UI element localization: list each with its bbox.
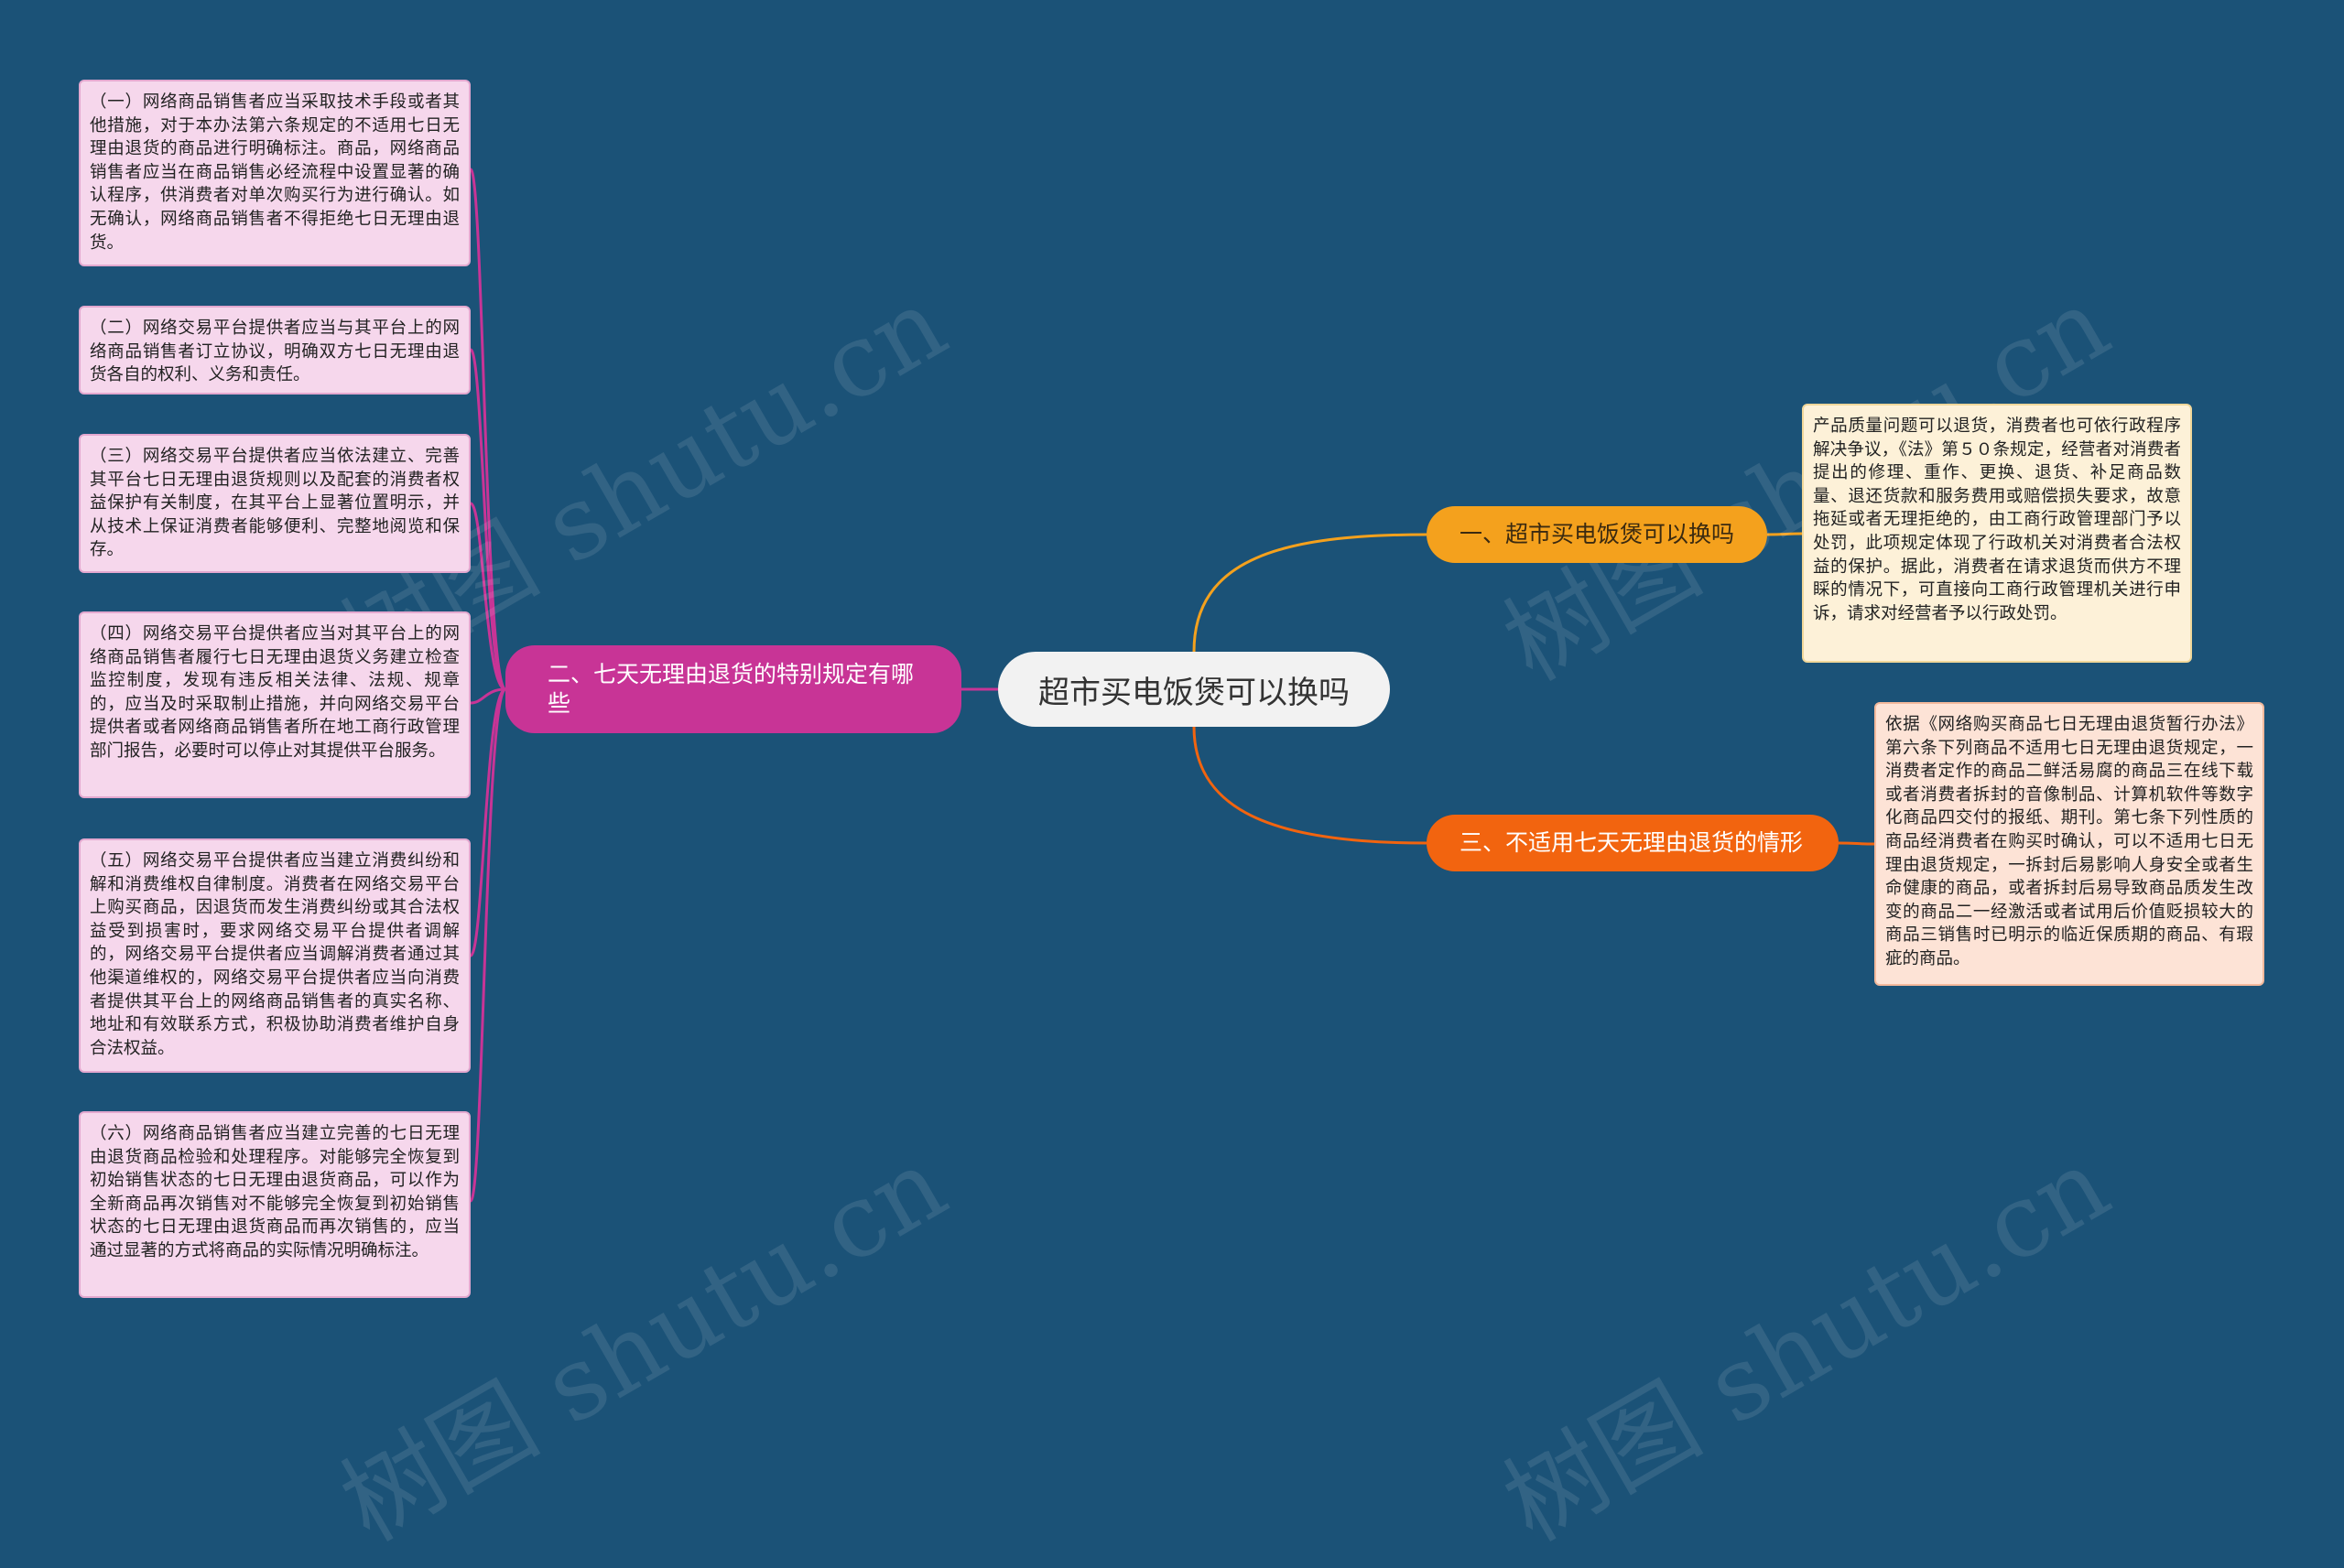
leaf-rule-5[interactable]: （五）网络交易平台提供者应当建立消费纠纷和解和消费维权自律制度。消费者在网络交易… xyxy=(79,838,471,1073)
branch-label: 三、不适用七天无理由退货的情形 xyxy=(1460,829,1804,856)
leaf-text: 产品质量问题可以退货，消费者也可依行政程序解决争议，《法》第５０条规定，经营者对… xyxy=(1813,416,2181,623)
leaf-quality-return[interactable]: 产品质量问题可以退货，消费者也可依行政程序解决争议，《法》第５０条规定，经营者对… xyxy=(1802,404,2192,663)
link-root-branch1 xyxy=(1192,533,1427,653)
link-branch3-leaf xyxy=(1838,841,1875,846)
leaf-text: （五）网络交易平台提供者应当建立消费纠纷和解和消费维权自律制度。消费者在网络交易… xyxy=(90,851,460,1058)
branch-label: 二、七天无理由退货的特别规定有哪些 xyxy=(548,661,915,717)
link-branch1-leaf xyxy=(1766,532,1803,536)
link-branch2-leaf3 xyxy=(469,502,506,691)
link-branch2-leaf6 xyxy=(469,687,507,1203)
leaf-rule-2[interactable]: （二）网络交易平台提供者应当与其平台上的网络商品销售者订立协议，明确双方七日无理… xyxy=(79,306,471,395)
leaf-rule-6[interactable]: （六）网络商品销售者应当建立完善的七日无理由退货商品检验和处理程序。对能够完全恢… xyxy=(79,1111,471,1298)
link-branch2-leaf5 xyxy=(469,687,506,957)
leaf-text: （一）网络商品销售者应当采取技术手段或者其他措施，对于本办法第六条规定的不适用七… xyxy=(90,92,460,253)
root-topic[interactable]: 超市买电饭煲可以换吗 xyxy=(998,652,1390,727)
connector-lines xyxy=(469,168,1875,1203)
branch-not-applicable[interactable]: 三、不适用七天无理由退货的情形 xyxy=(1427,815,1839,871)
leaf-not-applicable-items[interactable]: 依据《网络购买商品七日无理由退货暂行办法》第六条下列商品不适用七日无理由退货规定… xyxy=(1874,702,2264,986)
link-branch2-leaf2 xyxy=(469,348,507,691)
link-root-branch3 xyxy=(1192,726,1427,845)
link-branch2-leaf1 xyxy=(469,168,507,691)
branch-special-rules[interactable]: 二、七天无理由退货的特别规定有哪些 xyxy=(505,645,961,733)
leaf-rule-3[interactable]: （三）网络交易平台提供者应当依法建立、完善其平台七日无理由退货规则以及配套的消费… xyxy=(79,434,471,573)
leaf-text: （二）网络交易平台提供者应当与其平台上的网络商品销售者订立协议，明确双方七日无理… xyxy=(90,319,460,385)
leaf-text: （六）网络商品销售者应当建立完善的七日无理由退货商品检验和处理程序。对能够完全恢… xyxy=(90,1124,460,1260)
link-branch2-leaf4 xyxy=(470,687,506,705)
leaf-text: （三）网络交易平台提供者应当依法建立、完善其平台七日无理由退货规则以及配套的消费… xyxy=(90,447,460,560)
branch-can-exchange[interactable]: 一、超市买电饭煲可以换吗 xyxy=(1427,506,1767,563)
leaf-text: （四）网络交易平台提供者应当对其平台上的网络商品销售者履行七日无理由退货义务建立… xyxy=(90,624,460,761)
leaf-rule-4[interactable]: （四）网络交易平台提供者应当对其平台上的网络商品销售者履行七日无理由退货义务建立… xyxy=(79,611,471,798)
leaf-text: 依据《网络购买商品七日无理由退货暂行办法》第六条下列商品不适用七日无理由退货规定… xyxy=(1885,715,2253,968)
leaf-rule-1[interactable]: （一）网络商品销售者应当采取技术手段或者其他措施，对于本办法第六条规定的不适用七… xyxy=(79,80,471,266)
branch-label: 一、超市买电饭煲可以换吗 xyxy=(1460,521,1735,547)
root-topic-label: 超市买电饭煲可以换吗 xyxy=(1038,674,1350,711)
